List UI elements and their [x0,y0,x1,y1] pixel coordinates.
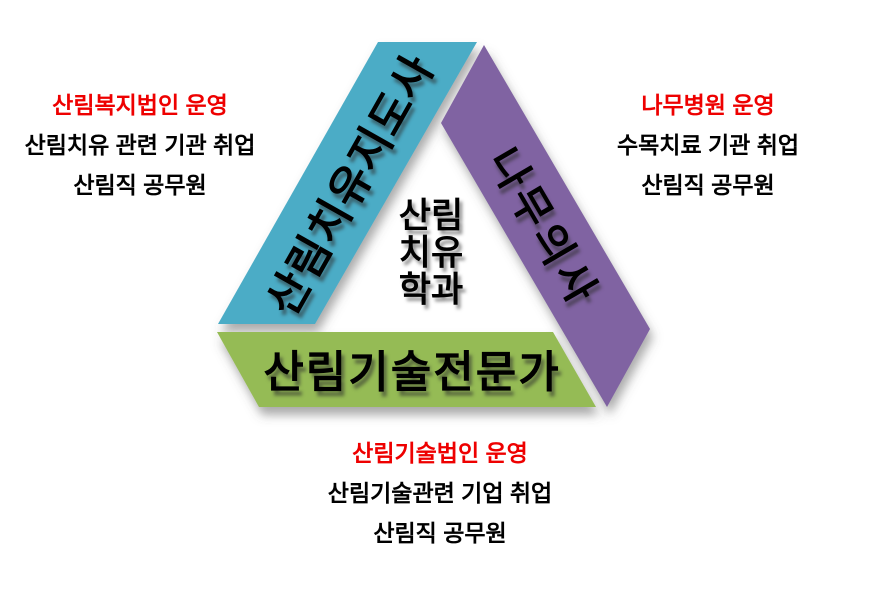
center-line-3: 학과 [398,270,464,310]
career-block-top-left: 산림복지법인 운영 산림치유 관련 기관 취업 산림직 공무원 [25,85,256,205]
career-line: 산림직 공무원 [641,172,775,198]
career-block-bottom: 산림기술법인 운영 산림기술관련 기업 취업 산림직 공무원 [328,433,552,553]
bottom-band-shape [217,332,596,407]
career-line: 산림직 공무원 [373,520,507,546]
career-title-forest-welfare-corp: 산림복지법인 운영 [52,92,228,118]
career-line: 수목치료 기관 취업 [616,132,800,158]
center-department-name: 산림 치유 학과 [399,198,463,309]
career-line: 산림직 공무원 [73,172,207,198]
career-title-tree-hospital: 나무병원 운영 [641,92,775,118]
center-line-1: 산림 [398,196,464,236]
career-line: 산림기술관련 기업 취업 [327,480,553,506]
right-band-shape [441,45,650,407]
career-title-forest-tech-corp: 산림기술법인 운영 [352,440,528,466]
career-block-top-right: 나무병원 운영 수목치료 기관 취업 산림직 공무원 [617,85,799,205]
center-line-2: 치유 [398,233,464,273]
bottom-band-label-forest-tech-expert: 산림기술전문가 [263,348,561,397]
left-band-shape [218,42,477,324]
career-line: 산림치유 관련 기관 취업 [24,132,256,158]
